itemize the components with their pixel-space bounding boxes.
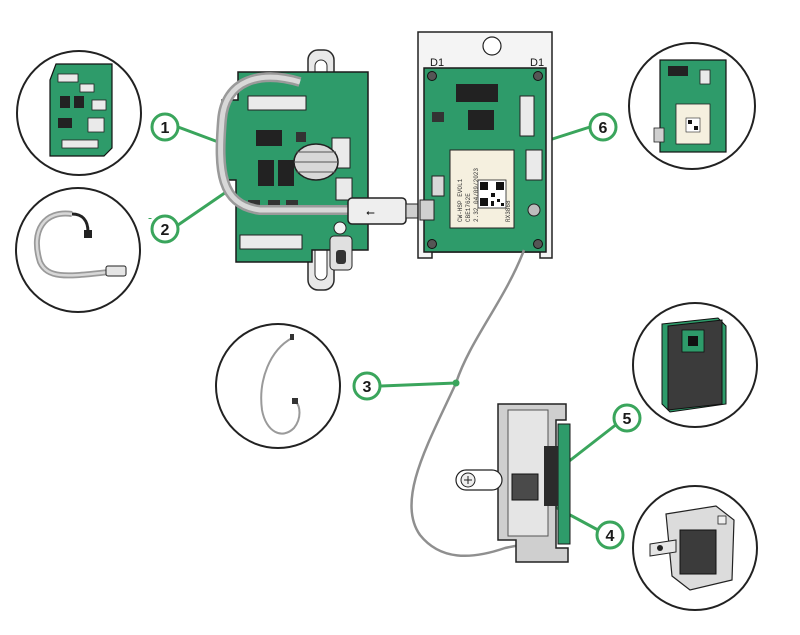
leader-2: [177, 186, 233, 227]
detail-circles: [15, 42, 758, 611]
callout-2: 2: [150, 214, 180, 244]
chip-b: [258, 160, 274, 186]
connector-top: [247, 95, 307, 111]
usb-connector: ⭠: [347, 197, 427, 225]
detail-antenna-cable: [215, 323, 341, 449]
antenna-pcb-edge: [557, 423, 571, 545]
usb-port: [419, 199, 435, 221]
callout-4-number: 4: [606, 528, 615, 545]
board-label-right: D1: [530, 57, 544, 69]
callout-3-number: 3: [363, 379, 372, 396]
module-label-line-1: CW-HSP EVOL1: [457, 178, 464, 222]
callout-3: 3: [352, 371, 382, 401]
leader-5: [567, 418, 623, 464]
detail-antenna-pcb-art: [661, 317, 727, 413]
board-label-left: D1: [430, 57, 444, 69]
callout-6-number: 6: [599, 120, 608, 137]
chip-a: [256, 130, 282, 146]
module-label-line-3: 2.32 04/09/2023: [473, 168, 480, 222]
connector-bottom: [239, 234, 303, 250]
callout-4: 4: [595, 520, 625, 550]
detail-right-board-art: [653, 59, 727, 153]
pin-header: [456, 84, 498, 102]
callout-6: 6: [588, 112, 618, 142]
detail-antenna-cable-art: [260, 334, 301, 435]
module-label-line-2: CBE1762E: [465, 193, 472, 222]
callout-5: 5: [612, 403, 642, 433]
right-controller-board: CW-HSP EVOL1 CBE1762E 2.32 04/09/2023 RX…: [417, 31, 553, 259]
sensor-bracket: [455, 403, 571, 563]
callout-5-number: 5: [623, 411, 632, 428]
leader-3: [379, 381, 457, 388]
detail-usb-cable-art: [33, 210, 127, 279]
callout-1: 1: [150, 112, 180, 142]
callout-2-number: 2: [161, 222, 170, 239]
antenna-connector: [527, 203, 541, 217]
detail-left-board-art: [49, 63, 113, 157]
callout-1-number: 1: [161, 120, 170, 137]
module-label-line-4: RX3868: [505, 200, 512, 222]
usb-symbol-icon: ⭠: [366, 207, 375, 219]
detail-bracket-art: [649, 505, 735, 591]
module-label: CW-HSP EVOL1 CBE1762E 2.32 04/09/2023: [457, 168, 480, 222]
antenna-plug: [511, 473, 539, 501]
left-controller-board: [215, 49, 369, 291]
antenna-cable: [410, 249, 526, 558]
qr-code: [477, 179, 507, 209]
mcu-chip: [468, 110, 494, 130]
